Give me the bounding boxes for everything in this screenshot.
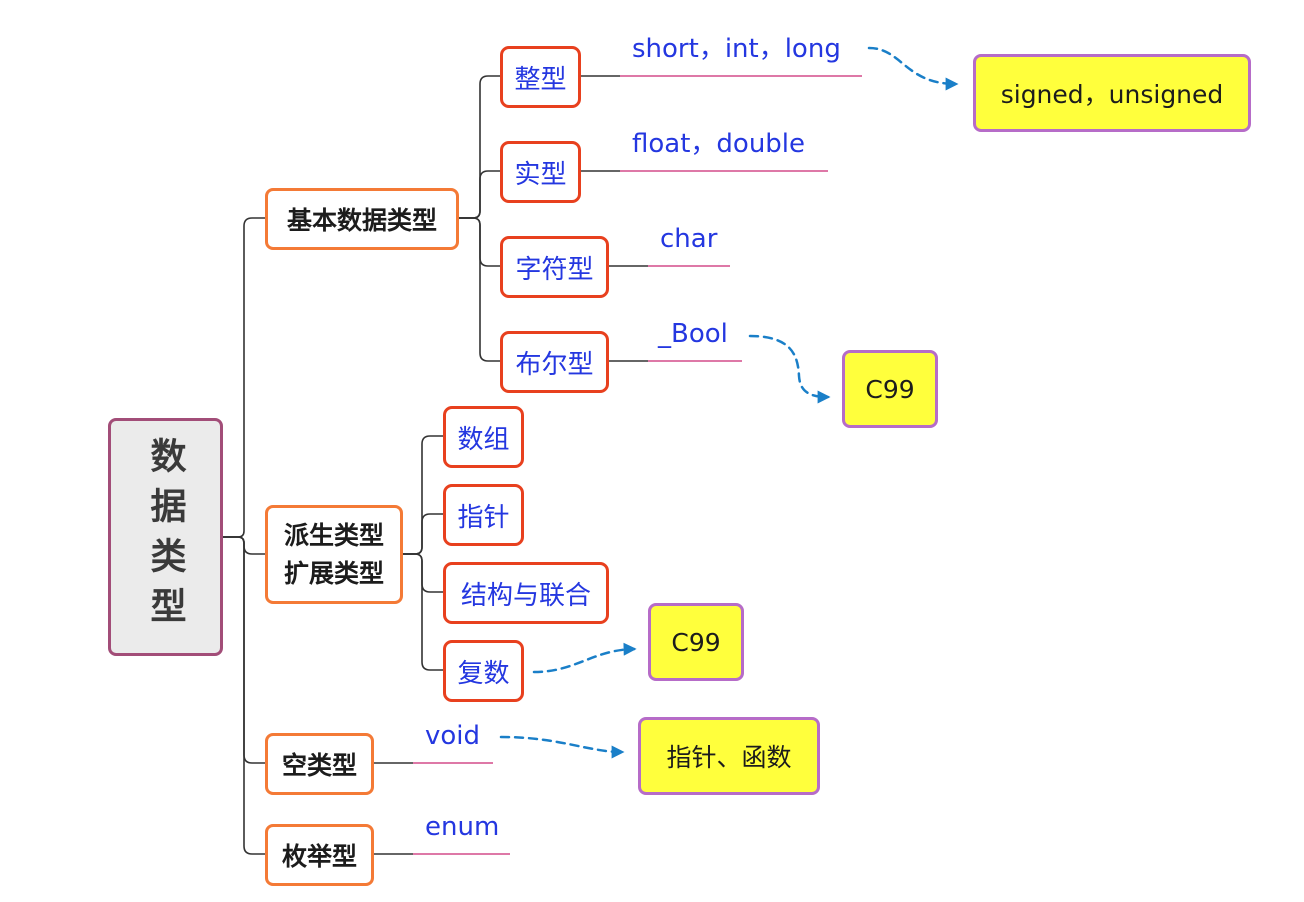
subtopic-real-label: 实型 [514, 159, 567, 190]
connector-derived-complex [402, 553, 443, 671]
connector-basic-char [458, 217, 500, 267]
topic-void-type: 空类型 [265, 733, 374, 795]
topic-void-type-label: 空类型 [281, 751, 357, 780]
note-signed-unsigned: signed，unsigned [973, 54, 1251, 132]
subtopic-real: 实型 [500, 141, 581, 203]
subtopic-struct-union: 结构与联合 [443, 562, 609, 624]
connector-derived-pointer [402, 513, 443, 555]
subtopic-integer: 整型 [500, 46, 581, 108]
connector-root-enum [222, 536, 265, 855]
subtopic-character: 字符型 [500, 236, 609, 298]
topic-basic-types-label: 基本数据类型 [286, 206, 437, 235]
topic-derived-types-label-line2: 扩展类型 [283, 558, 384, 588]
root-topic: 数据类型 [108, 418, 223, 656]
subtopic-boolean-label: 布尔型 [515, 349, 594, 380]
note-complex-c99: C99 [648, 603, 744, 681]
subtopic-pointer-label: 指针 [457, 502, 510, 533]
detail-enum-keyword: enum [425, 812, 500, 842]
subtopic-array-label: 数组 [457, 424, 510, 455]
relationship-arrow-complex-c99 [532, 642, 637, 674]
relationship-arrow-void-usage [499, 735, 625, 759]
detail-integer-keywords: short，int，long [632, 34, 841, 64]
topic-enum-type-label: 枚举型 [281, 842, 357, 871]
subtopic-complex: 复数 [443, 640, 524, 702]
root-topic-label: 数据类型 [144, 437, 187, 637]
connector-basic-bool [458, 217, 500, 362]
detail-real-keywords: float，double [632, 129, 806, 159]
detail-void-keyword: void [425, 721, 481, 751]
note-bool-c99-label: C99 [865, 374, 915, 404]
subtopic-boolean: 布尔型 [500, 331, 609, 393]
relationship-arrow-bool-c99 [748, 334, 831, 404]
subtopic-struct-union-label: 结构与联合 [460, 580, 591, 611]
relationship-arrow-int-signed [867, 46, 959, 91]
subtopic-integer-label: 整型 [514, 64, 567, 95]
connector-basic-int [458, 75, 500, 219]
note-signed-unsigned-label: signed，unsigned [1000, 80, 1224, 109]
topic-enum-type: 枚举型 [265, 824, 374, 886]
topic-derived-types: 派生类型 扩展类型 [265, 505, 403, 604]
subtopic-character-label: 字符型 [515, 254, 594, 285]
connector-basic-real [458, 170, 500, 219]
note-void-usage-label: 指针、函数 [666, 743, 792, 772]
note-bool-c99: C99 [842, 350, 938, 428]
connector-root-basic [222, 217, 265, 538]
detail-char-keyword: char [660, 224, 718, 254]
note-void-usage: 指针、函数 [638, 717, 820, 795]
topic-basic-types: 基本数据类型 [265, 188, 459, 250]
note-complex-c99-label: C99 [671, 627, 721, 657]
subtopic-array: 数组 [443, 406, 524, 468]
subtopic-pointer: 指针 [443, 484, 524, 546]
detail-bool-keyword: _Bool [658, 319, 728, 349]
subtopic-complex-label: 复数 [457, 658, 510, 689]
topic-derived-types-label-line1: 派生类型 [283, 520, 384, 550]
